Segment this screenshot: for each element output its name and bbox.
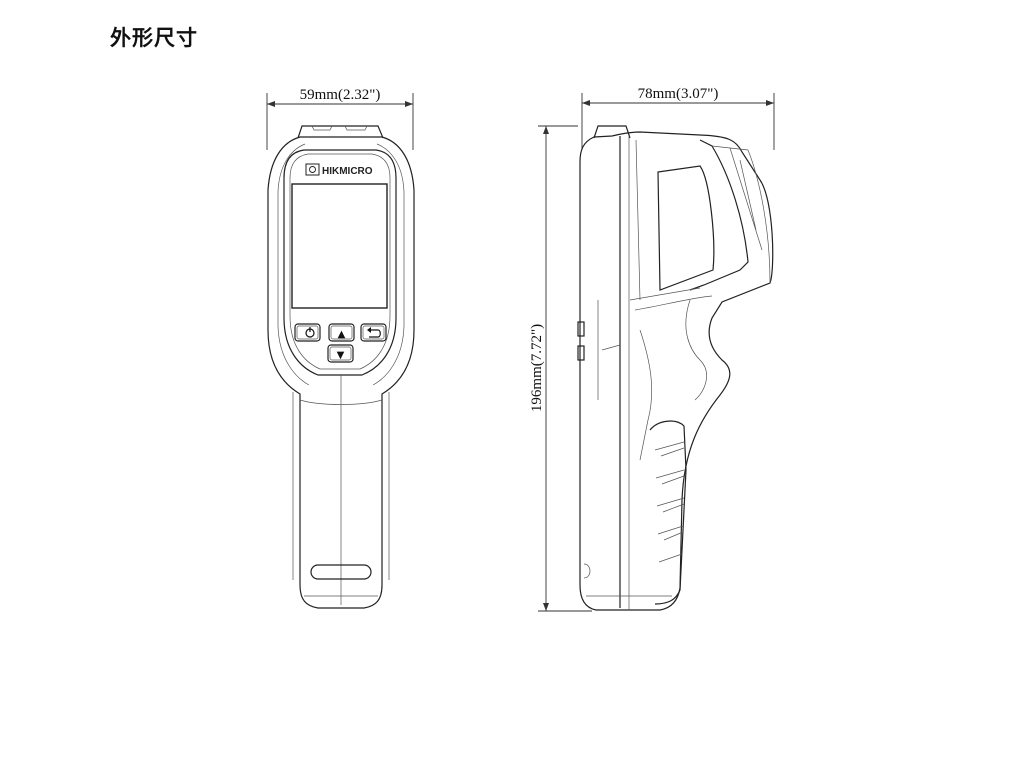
down-button[interactable]: ▼ xyxy=(327,344,354,363)
depth-dimension: 78mm(3.07") xyxy=(581,86,775,150)
side-button-lower[interactable] xyxy=(577,345,585,361)
width-dimension: 59mm(2.32") xyxy=(266,87,414,150)
display-screen xyxy=(291,183,388,309)
brand-logo: HIKMICRO xyxy=(305,163,373,177)
front-view: 59mm(2.32") HIKMICRO ▲ xyxy=(266,87,415,609)
height-label: 196mm(7.72") xyxy=(529,324,545,412)
width-label: 59mm(2.32") xyxy=(300,87,381,103)
page-title: 外形尺寸 xyxy=(110,26,198,50)
side-view: 78mm(3.07") 196mm(7.72") xyxy=(529,86,775,612)
lanyard-slot xyxy=(310,564,372,580)
lens-window xyxy=(657,165,715,291)
brand-name: HIKMICRO xyxy=(322,166,373,177)
up-arrow-icon: ▲ xyxy=(338,329,346,340)
back-button[interactable] xyxy=(360,323,387,342)
power-button[interactable] xyxy=(294,323,321,342)
up-button[interactable]: ▲ xyxy=(328,323,355,342)
height-dimension: 196mm(7.72") xyxy=(529,125,592,612)
back-icon xyxy=(369,329,381,338)
depth-label: 78mm(3.07") xyxy=(638,86,719,102)
down-arrow-icon: ▼ xyxy=(337,350,345,361)
side-button-upper[interactable] xyxy=(577,321,585,337)
